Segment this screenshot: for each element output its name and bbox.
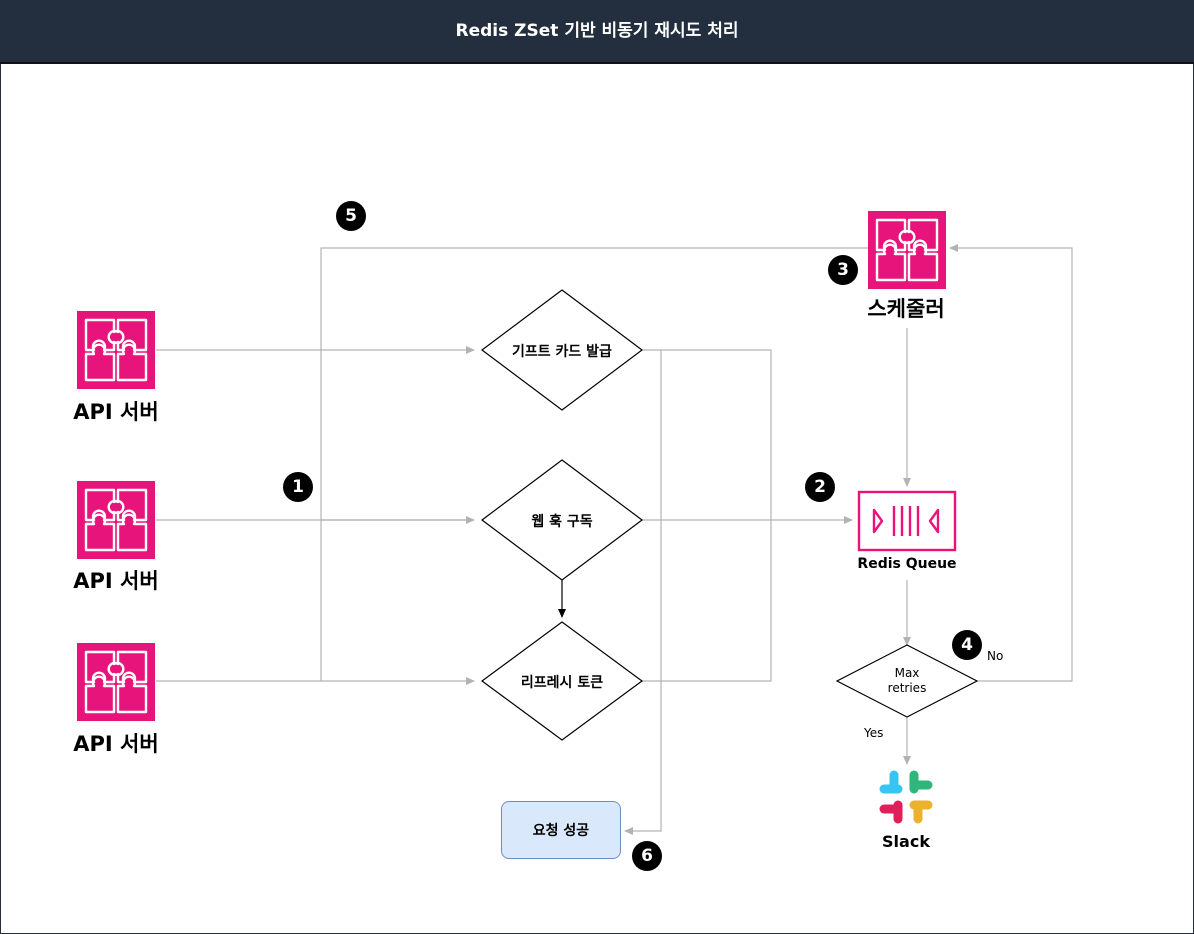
header-bar: Redis ZSet 기반 비동기 재시도 처리 xyxy=(0,0,1194,64)
step-badge-4: 4 xyxy=(952,630,982,660)
giftcard-decision-shape xyxy=(481,289,643,411)
api-server-3-puzzle-icon xyxy=(75,641,157,723)
api-server-3-label: API 서버 xyxy=(73,732,159,756)
edge-label-yes: Yes xyxy=(864,726,884,740)
edge-scheduler-retry-bus xyxy=(320,247,868,681)
step-badge-3: 3 xyxy=(828,255,858,285)
slack-label: Slack xyxy=(882,832,930,851)
success-label: 요청 성공 xyxy=(532,823,590,839)
step-badge-2: 2 xyxy=(805,472,835,502)
step-badge-5: 5 xyxy=(336,201,366,231)
webhook-decision-shape xyxy=(481,459,643,581)
edge-label-no: No xyxy=(987,649,1004,663)
refresh-decision-shape xyxy=(480,621,644,741)
refresh-decision-label: 리프레시 토큰 xyxy=(520,675,604,691)
api-server-1-puzzle-icon xyxy=(75,309,157,391)
scheduler-label: 스케줄러 xyxy=(867,297,945,321)
edge-giftcard-out xyxy=(641,349,772,682)
giftcard-decision-label: 기프트 카드 발급 xyxy=(512,344,612,360)
slack-logo-icon xyxy=(879,770,933,824)
edge-to-success xyxy=(624,350,662,835)
max-retries-label: Max retries xyxy=(887,666,927,695)
max-retries-decision-shape xyxy=(835,644,979,718)
api-server-1-label: API 서버 xyxy=(73,400,159,424)
scheduler-puzzle-icon xyxy=(866,209,948,291)
step-badge-1: 1 xyxy=(283,472,313,502)
success-box: 요청 성공 xyxy=(501,801,621,859)
edges xyxy=(156,244,1073,835)
diagram-title: Redis ZSet 기반 비동기 재시도 처리 xyxy=(455,21,739,41)
api-server-2-puzzle-icon xyxy=(75,479,157,561)
webhook-decision-label: 웹 훅 구독 xyxy=(531,514,593,530)
redis-queue-label: Redis Queue xyxy=(857,556,957,572)
step-badge-6: 6 xyxy=(632,841,662,871)
redis-queue-icon xyxy=(857,490,957,552)
edge-no-scheduler xyxy=(949,244,1073,682)
api-server-2-label: API 서버 xyxy=(73,569,159,593)
